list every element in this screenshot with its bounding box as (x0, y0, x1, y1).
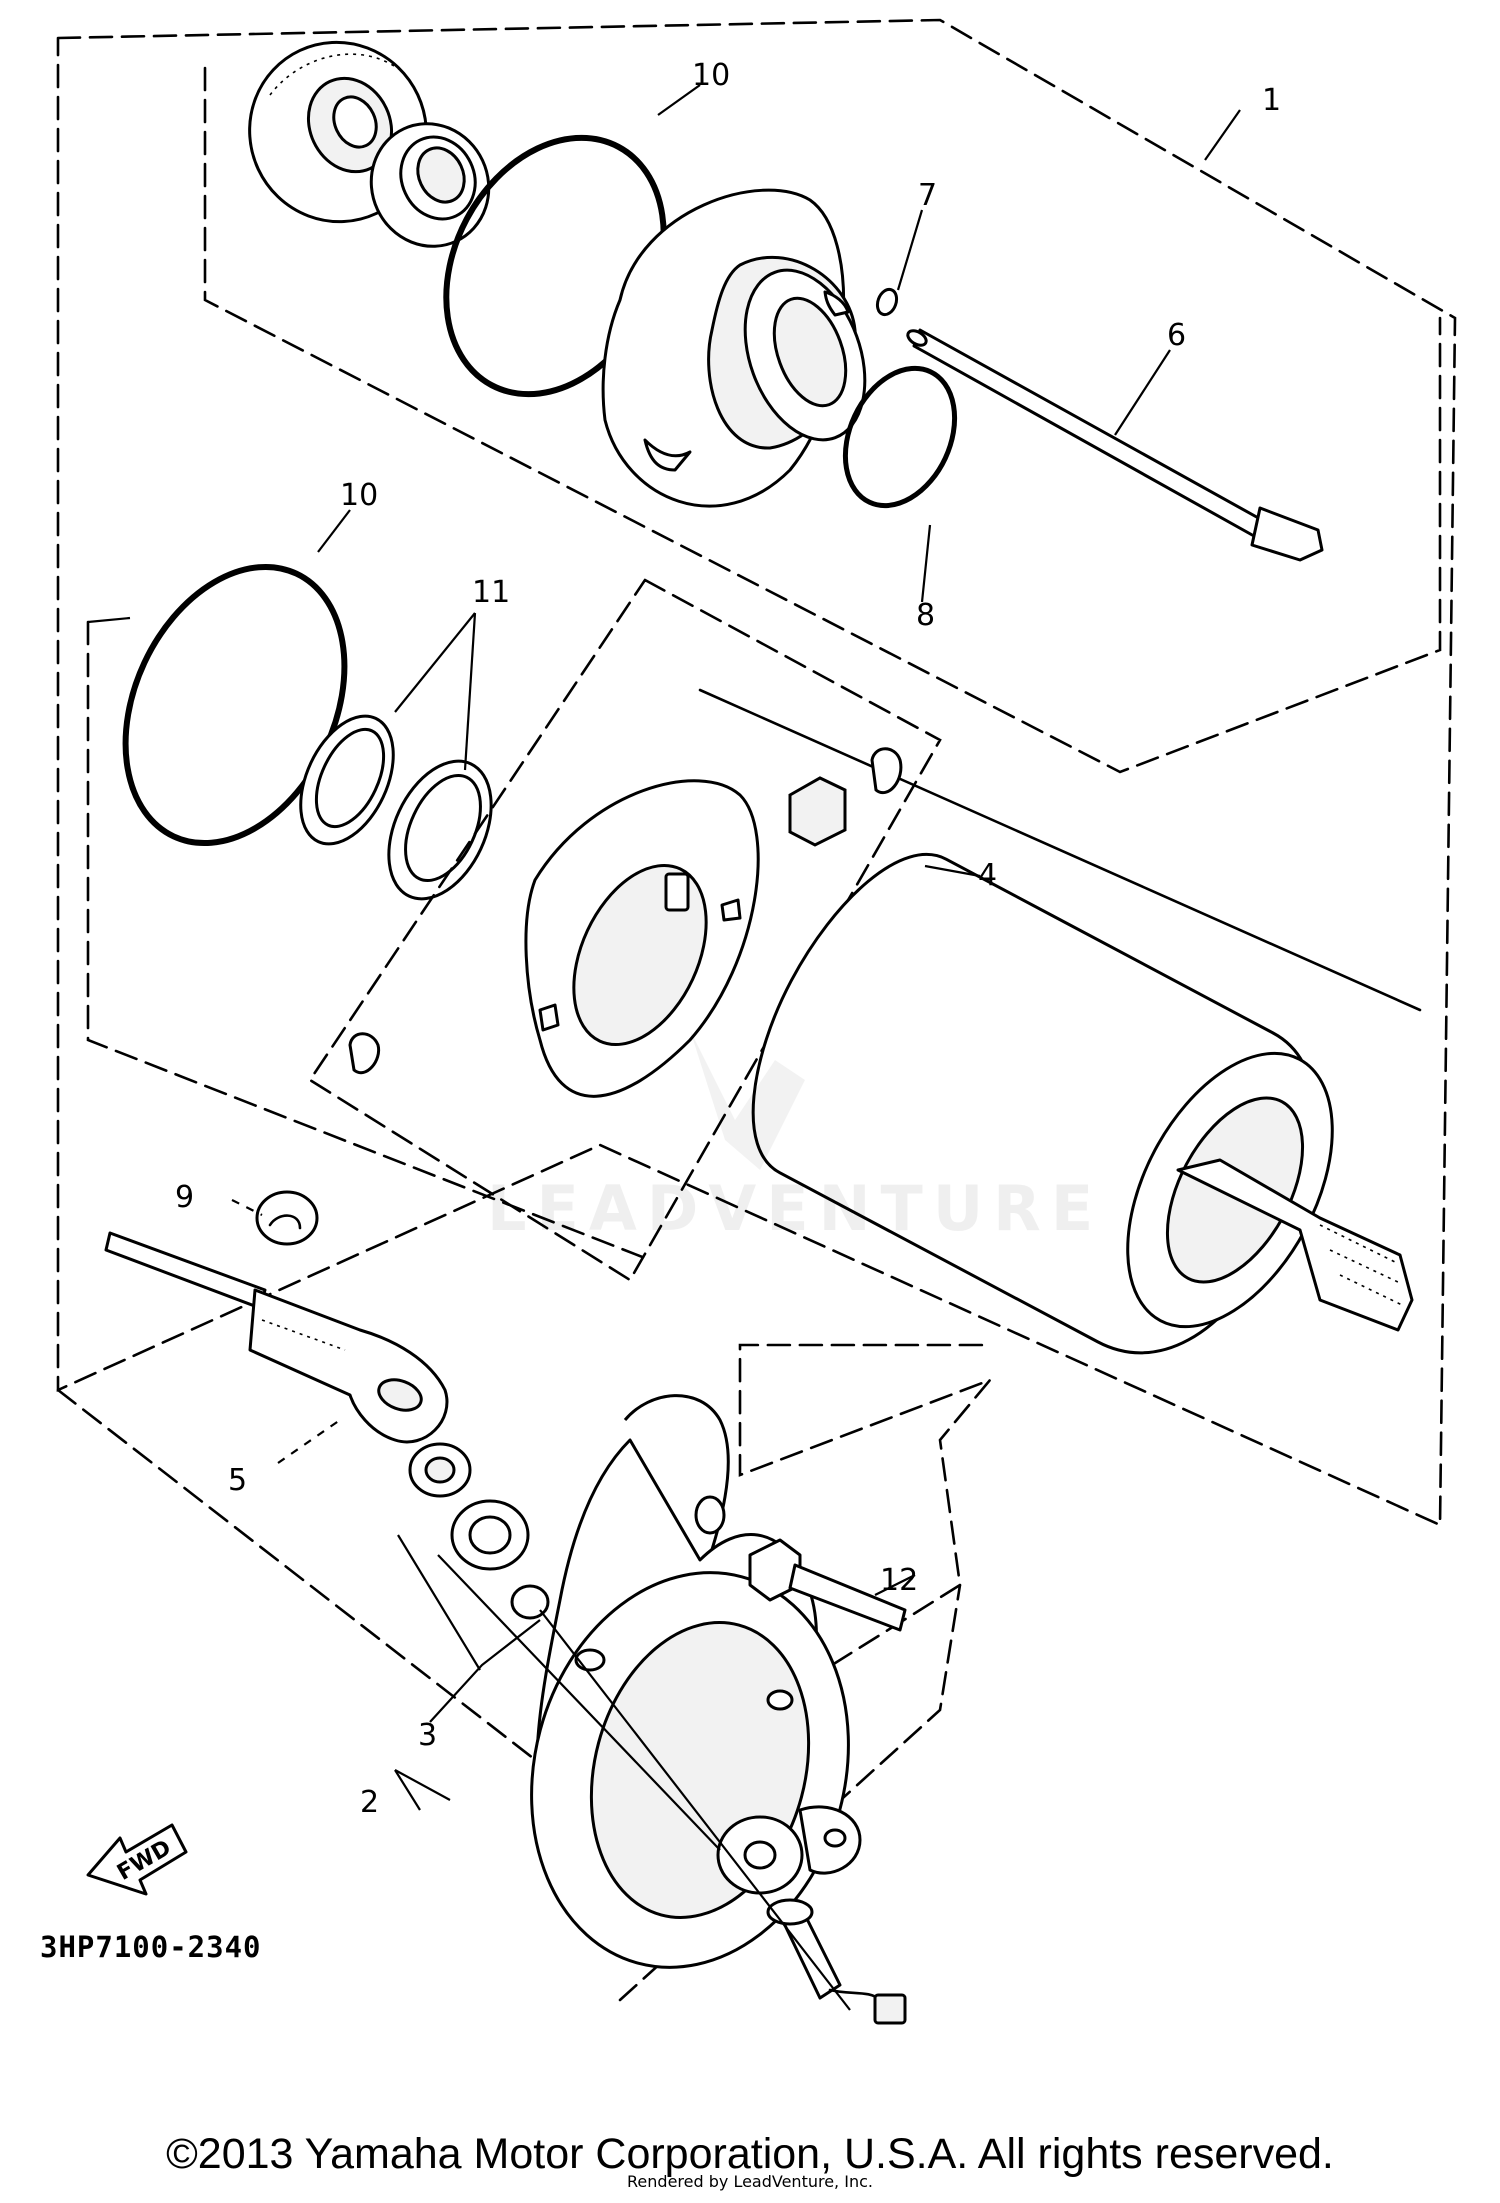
callout-6: 6 (1167, 318, 1186, 353)
figure-code: 3HP7100-2340 (40, 1930, 262, 1964)
nut-9 (255, 1190, 319, 1246)
brush-plate (524, 779, 760, 1098)
leader-lines (231, 84, 1241, 2011)
brush-spring-bottom (348, 1032, 381, 1074)
callout-5: 5 (228, 1463, 247, 1498)
watermark-text: LEADVENTURE (487, 1172, 1103, 1245)
copyright-notice: ©2013 Yamaha Motor Corporation, U.S.A. A… (166, 2130, 1334, 2178)
forward-arrow-icon: FWD (86, 1823, 188, 1896)
o-ring-8 (842, 365, 958, 509)
through-bolt (906, 328, 1324, 562)
callout-8: 8 (916, 598, 935, 633)
callout-10-lower: 10 (340, 478, 378, 513)
front-cover (601, 188, 867, 508)
washers (299, 714, 493, 901)
callout-2: 2 (360, 1785, 379, 1820)
bolt-12 (748, 1538, 907, 1632)
callout-12: 12 (880, 1563, 918, 1598)
callout-3: 3 (418, 1718, 437, 1753)
front-cover-group (203, 40, 1442, 774)
rear-cover-group (56, 1190, 995, 2025)
brush-spring-top (870, 747, 903, 794)
callout-10-upper: 10 (692, 58, 730, 93)
yoke (751, 853, 1414, 1355)
rear-cover (530, 1394, 862, 1969)
callout-numbers: 1 10 7 6 8 10 11 4 9 5 12 3 2 (175, 58, 1281, 1820)
callout-9: 9 (175, 1180, 194, 1215)
callout-4: 4 (978, 858, 997, 893)
insulator-washers (408, 1442, 550, 1620)
brush-block (788, 776, 847, 847)
callout-1: 1 (1262, 83, 1281, 118)
callout-11: 11 (472, 575, 510, 610)
brush-lead (766, 1898, 907, 2025)
callout-7: 7 (918, 178, 937, 213)
watermark: LEADVENTURE (487, 1030, 1103, 1245)
small-o-ring (875, 287, 899, 317)
yoke-group (86, 563, 1422, 1355)
rendered-by: Rendered by LeadVenture, Inc. (627, 2172, 873, 2191)
terminal-bolt (104, 1231, 449, 1444)
